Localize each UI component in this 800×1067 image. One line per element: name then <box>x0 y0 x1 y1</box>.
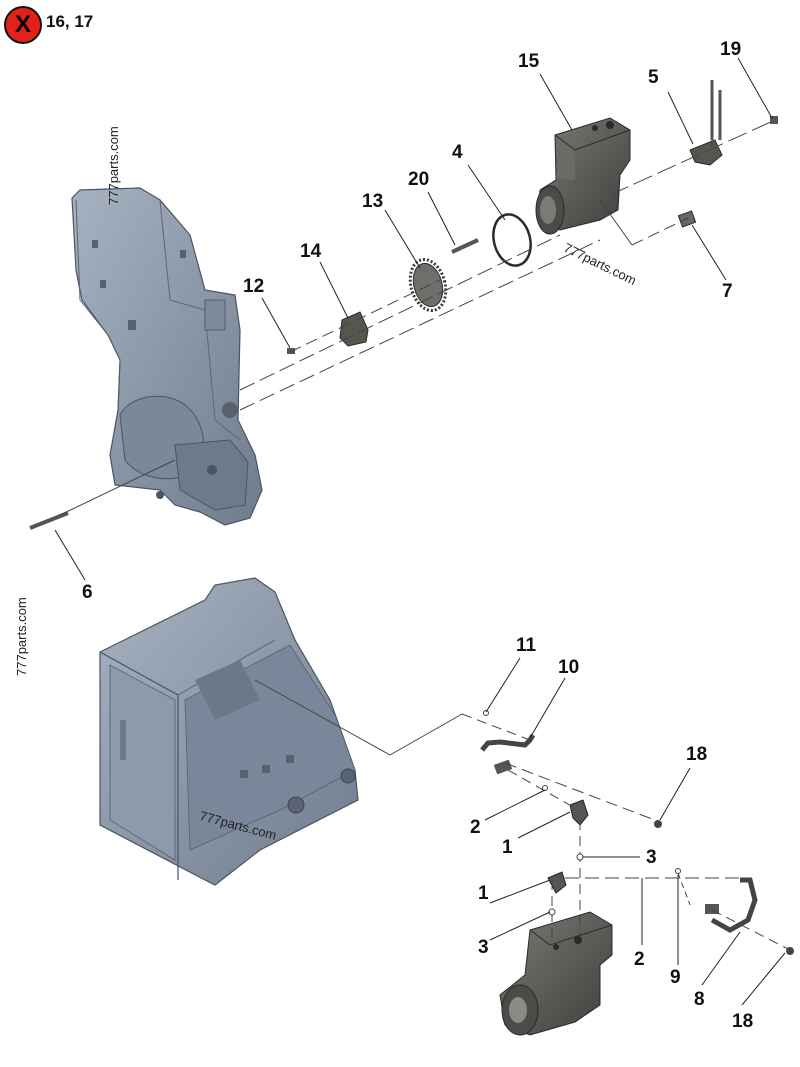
elbow-fitting-1-lower <box>547 871 567 894</box>
callout-leaders <box>54 57 786 1006</box>
callout-5: 5 <box>648 67 659 88</box>
callout-1-lower: 1 <box>478 883 489 904</box>
callout-9: 9 <box>670 967 681 988</box>
callout-20: 20 <box>408 169 430 190</box>
callout-3-lower: 3 <box>478 937 489 958</box>
callout-11: 11 <box>516 635 537 656</box>
callout-19: 19 <box>720 39 742 60</box>
watermark-1: 777parts.com <box>106 126 121 205</box>
engine-block <box>99 577 359 886</box>
air-compressor-upper <box>535 117 631 235</box>
hub-14 <box>339 311 369 347</box>
watermark-3: 777parts.com <box>14 597 29 676</box>
elbow-fitting-1-upper <box>569 799 589 826</box>
callout-2-upper: 2 <box>470 817 481 838</box>
air-compressor-lower <box>499 911 613 1036</box>
callout-2-lower: 2 <box>634 949 645 970</box>
bolt-19 <box>770 116 778 124</box>
callout-18-upper: 18 <box>686 744 708 765</box>
tube-8 <box>705 877 758 933</box>
callout-8: 8 <box>694 989 705 1010</box>
assembly-lines <box>59 100 791 951</box>
removed-parts-badge: X <box>4 6 42 44</box>
callout-6: 6 <box>82 582 93 603</box>
badge-note: 16, 17 <box>46 12 94 31</box>
gear-housing-cover <box>71 187 263 526</box>
callout-1-upper: 1 <box>502 837 513 858</box>
callout-3-upper: 3 <box>646 847 657 868</box>
pin-20 <box>451 238 479 254</box>
callout-14: 14 <box>300 241 322 262</box>
gasket-4 <box>492 213 532 267</box>
long-bolt-6 <box>29 511 69 530</box>
callout-12: 12 <box>243 276 265 297</box>
badge-symbol: X <box>14 11 31 38</box>
callout-7: 7 <box>722 281 733 302</box>
callout-15: 15 <box>518 51 540 72</box>
tube-10 <box>480 733 536 775</box>
callout-4: 4 <box>452 142 463 163</box>
callout-18-lower: 18 <box>732 1011 754 1032</box>
callout-10: 10 <box>558 657 580 678</box>
gear-13 <box>408 258 448 312</box>
callout-13: 13 <box>362 191 384 212</box>
bracket-5 <box>689 80 723 166</box>
